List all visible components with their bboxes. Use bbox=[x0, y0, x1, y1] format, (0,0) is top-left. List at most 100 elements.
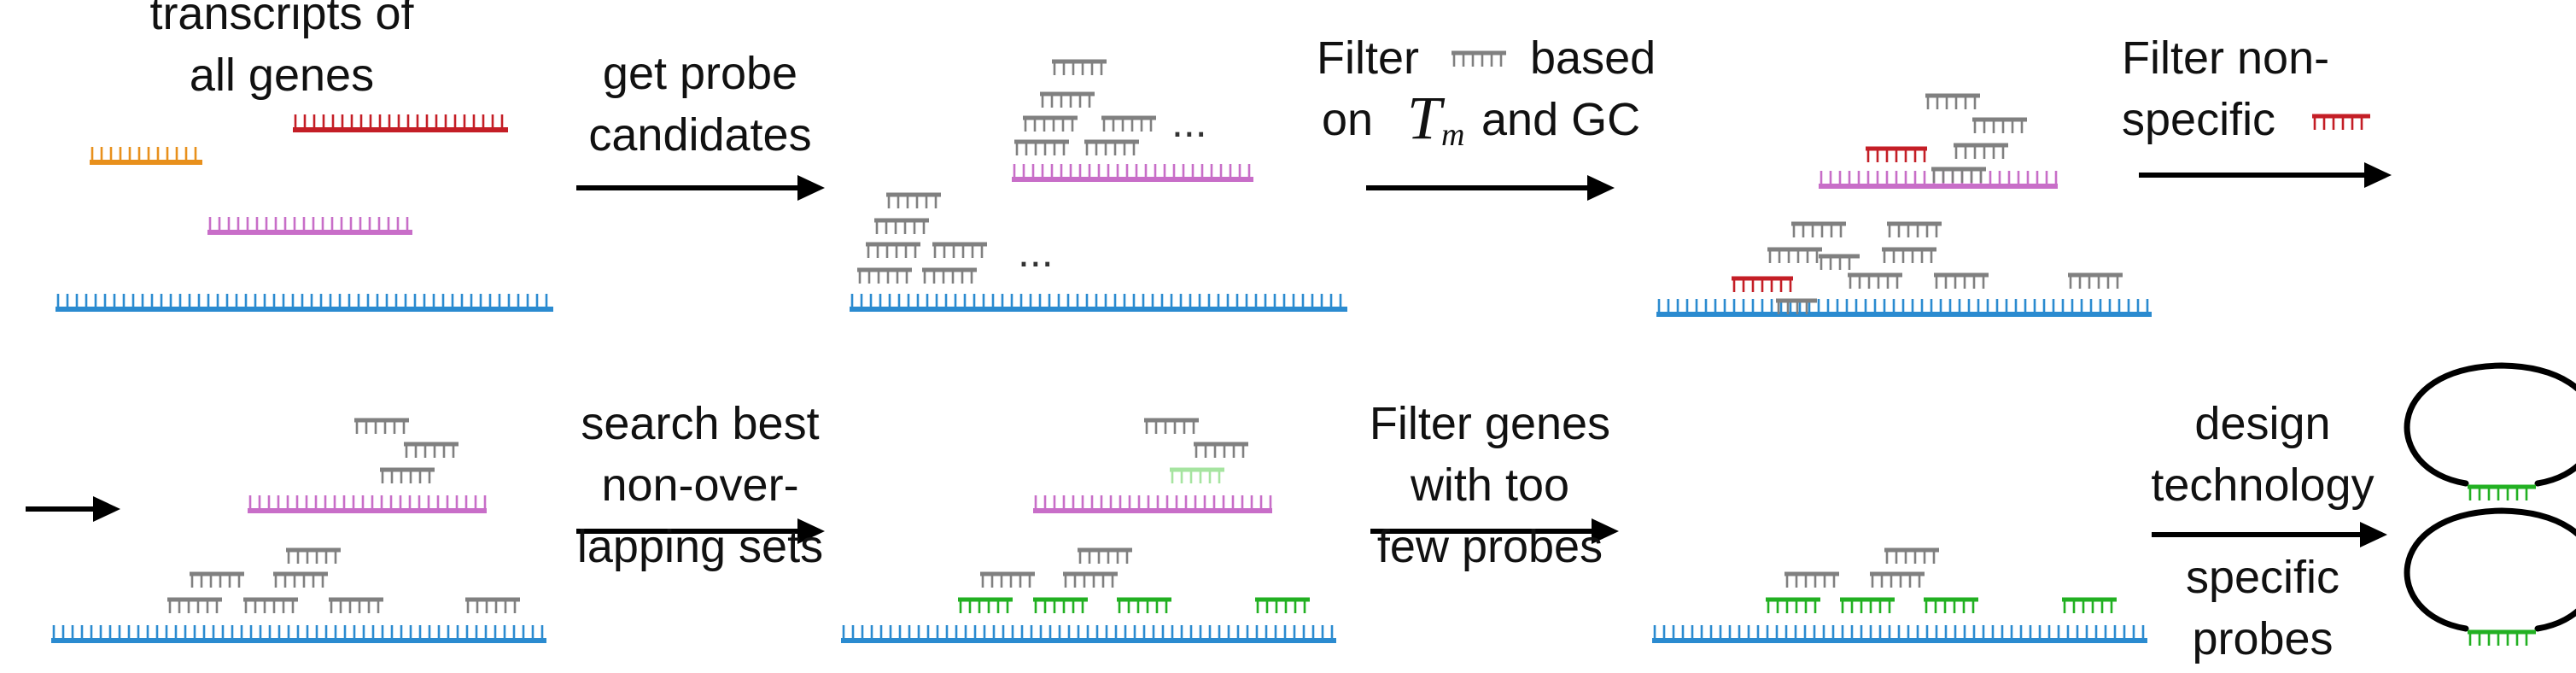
label-filter-tm-on: on bbox=[1322, 94, 1374, 145]
candidate-probe-blue-3 bbox=[932, 242, 987, 258]
candidate-probe-blue-0 bbox=[886, 192, 941, 208]
strands-layer bbox=[51, 50, 2370, 643]
selected-probe-blue-0 bbox=[958, 597, 1013, 613]
transcript-purple-p3 bbox=[1819, 171, 2058, 189]
transcript-orange bbox=[90, 147, 202, 165]
arrow-continue-head bbox=[93, 496, 120, 522]
arrow-search-best-head bbox=[797, 518, 825, 544]
selected-probe-blue-2 bbox=[1117, 597, 1171, 613]
set-probe-purple-0 bbox=[1144, 418, 1199, 434]
filtered-probe-purple-3 bbox=[1931, 167, 1986, 183]
final-probe-gray-2 bbox=[1870, 571, 1925, 588]
set-probe-blue-gray-2 bbox=[1063, 571, 1118, 588]
selected-probe-blue-1 bbox=[1033, 597, 1088, 613]
transcript-purple-p2 bbox=[1012, 164, 1253, 182]
candidate-probe-blue-1 bbox=[874, 218, 929, 234]
filtered-probe-blue-4 bbox=[1848, 272, 1902, 289]
candidate-probe-purple-1 bbox=[1040, 91, 1095, 108]
label-filter-nonspecific-line1: Filter non- bbox=[2122, 32, 2330, 84]
filtered-probe-blue-1 bbox=[1767, 247, 1822, 263]
final-probe-green-1 bbox=[1840, 597, 1895, 613]
final-probe-green-0 bbox=[1766, 597, 1820, 613]
ellipsis-purple: ... bbox=[1171, 98, 1207, 146]
transcript-purple-p5 bbox=[1033, 495, 1272, 513]
transcript-blue-p2 bbox=[850, 294, 1347, 312]
transcript-purple-p4 bbox=[248, 495, 487, 513]
final-probe-green-3 bbox=[2062, 597, 2117, 613]
filtered-probe-blue-0 bbox=[1791, 221, 1846, 237]
set-probe-purple-1 bbox=[1194, 442, 1248, 458]
candidate-probe-purple-3 bbox=[1101, 115, 1156, 132]
transcript-blue-p5 bbox=[841, 625, 1336, 643]
inline-probe-icon bbox=[1452, 50, 1506, 67]
remaining-probe-blue-0 bbox=[286, 547, 341, 564]
filtered-probe-blue-6 bbox=[2068, 272, 2123, 289]
transcript-blue-p4 bbox=[51, 625, 546, 643]
arrow-design-head bbox=[2360, 522, 2387, 547]
transcript-purple bbox=[207, 217, 412, 235]
loops-layer bbox=[2404, 362, 2576, 646]
remaining-probe-blue-2 bbox=[273, 571, 328, 588]
candidate-probe-purple-5 bbox=[1084, 139, 1139, 155]
candidate-probe-purple-2 bbox=[1023, 115, 1078, 132]
selected-probe-blue-3 bbox=[1255, 597, 1310, 613]
candidate-probe-blue-2 bbox=[866, 242, 920, 258]
remaining-probe-blue-6 bbox=[465, 597, 520, 613]
final-probe-gray-1 bbox=[1785, 571, 1839, 588]
label-filter-tm-based: based bbox=[1530, 32, 1656, 84]
label-filter-tm-line1: Filter bbox=[1317, 32, 1419, 84]
arrow-filter-nonspecific-head bbox=[2364, 162, 2392, 188]
padlock-probe-2 bbox=[2404, 507, 2576, 646]
set-probe-blue-gray-0 bbox=[1078, 547, 1132, 564]
remaining-probe-blue-4 bbox=[243, 597, 298, 613]
arrow-filter-tm-head bbox=[1587, 175, 1615, 201]
filtered-probe-blue-3 bbox=[1882, 247, 1936, 263]
filtered-probe-purple-1 bbox=[1972, 117, 2027, 133]
inline-nonspecific-icon bbox=[2312, 114, 2370, 130]
transcript-blue-p3 bbox=[1656, 299, 2152, 317]
filtered-probe-blue-2 bbox=[1887, 221, 1942, 237]
remaining-probe-purple-0 bbox=[354, 418, 409, 434]
transcript-blue-p6 bbox=[1652, 625, 2147, 643]
filtered-probe-extra-1 bbox=[1776, 298, 1817, 314]
set-probe-purple-light bbox=[1170, 467, 1224, 483]
arrow-get-probe-head bbox=[797, 175, 825, 201]
label-filter-tm-and-gc: and GC bbox=[1481, 94, 1641, 145]
padlock-probe-1-probe bbox=[2468, 484, 2536, 500]
filtered-probe-extra-0 bbox=[1819, 254, 1860, 270]
filtered-probe-purple-0 bbox=[1925, 93, 1980, 109]
arrow-filter-genes-head bbox=[1592, 518, 1619, 544]
tm-subscript: m bbox=[1441, 117, 1465, 153]
padlock-probe-2-probe bbox=[2468, 629, 2536, 646]
arrows-layer bbox=[26, 162, 2392, 547]
set-probe-blue-gray-1 bbox=[980, 571, 1035, 588]
candidate-probe-purple-4 bbox=[1014, 139, 1069, 155]
padlock-probe-1 bbox=[2404, 362, 2576, 500]
final-probe-gray-0 bbox=[1884, 547, 1939, 564]
remaining-probe-blue-5 bbox=[329, 597, 383, 613]
transcript-blue bbox=[55, 294, 553, 312]
candidate-probe-purple-0 bbox=[1052, 59, 1107, 75]
candidate-probe-blue-5 bbox=[922, 267, 977, 284]
ellipsis-blue: ... bbox=[1018, 228, 1054, 276]
remaining-probe-blue-1 bbox=[190, 571, 244, 588]
label-filter-nonspecific-line2: specific bbox=[2122, 94, 2276, 145]
filtered-probe-blue-5 bbox=[1934, 272, 1989, 289]
transcript-red bbox=[293, 114, 508, 132]
nonspecific-probe-blue bbox=[1732, 276, 1793, 292]
candidate-probe-blue-4 bbox=[857, 267, 912, 284]
remaining-probe-purple-2 bbox=[380, 467, 435, 483]
remaining-probe-purple-1 bbox=[404, 442, 459, 458]
filtered-probe-purple-2 bbox=[1954, 143, 2008, 159]
tm-symbol: Tm bbox=[1407, 84, 1465, 153]
remaining-probe-blue-3 bbox=[167, 597, 222, 613]
final-probe-green-2 bbox=[1924, 597, 1978, 613]
svg-text-layer: ...... bbox=[1018, 98, 1207, 276]
nonspecific-probe-purple bbox=[1866, 146, 1927, 162]
